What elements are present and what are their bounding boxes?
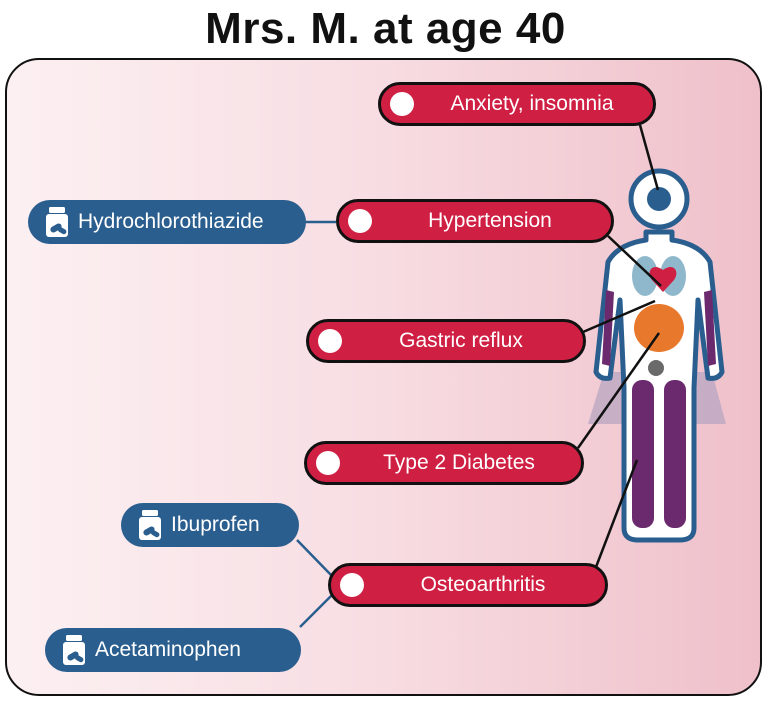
white-circle-icon	[390, 92, 414, 116]
pancreas-icon	[648, 360, 664, 376]
right-leg	[664, 380, 686, 528]
right-arm	[704, 290, 716, 366]
medication-ibuprofen: Ibuprofen	[121, 503, 299, 547]
condition-label: Anxiety, insomnia	[450, 92, 614, 115]
condition-type-2-diabetes: Type 2 Diabetes	[304, 441, 584, 485]
condition-label: Osteoarthritis	[420, 573, 546, 596]
left-leg	[632, 380, 654, 528]
condition-label: Hypertension	[428, 209, 552, 232]
heart-icon	[649, 267, 677, 292]
condition-osteoarthritis: Osteoarthritis	[328, 563, 608, 607]
condition-anxiety-insomnia: Anxiety, insomnia	[378, 82, 656, 126]
medication-label: Acetaminophen	[95, 638, 241, 661]
medication-acetaminophen: Acetaminophen	[45, 628, 301, 672]
white-circle-icon	[318, 329, 342, 353]
link-hypertension-heart	[607, 235, 662, 287]
medication-lines	[296, 220, 336, 628]
condition-hypertension: Hypertension	[336, 199, 614, 243]
white-circle-icon	[348, 209, 372, 233]
pill-bottle-icon	[139, 510, 161, 540]
medication-label: Ibuprofen	[171, 513, 260, 536]
medication-label: Hydrochlorothiazide	[78, 210, 264, 233]
link-acetaminophen-osteoarthritis	[299, 594, 333, 628]
condition-gastric-reflux: Gastric reflux	[306, 319, 586, 363]
condition-label: Gastric reflux	[399, 329, 523, 352]
link-diabetes-pancreas	[576, 332, 661, 449]
white-circle-icon	[316, 451, 340, 475]
condition-label: Type 2 Diabetes	[383, 451, 535, 474]
left-arm	[602, 290, 614, 366]
stomach-icon	[634, 304, 684, 352]
pill-bottle-icon	[63, 635, 85, 665]
page-title: Mrs. M. at age 40	[205, 4, 566, 53]
pill-bottle-icon	[46, 207, 68, 237]
torso	[593, 229, 725, 543]
medication-hydrochlorothiazide: Hydrochlorothiazide	[28, 200, 306, 244]
connector-lines	[576, 124, 662, 568]
brain-icon	[647, 187, 671, 211]
white-circle-icon	[340, 573, 364, 597]
link-ibuprofen-osteoarthritis	[296, 539, 333, 577]
link-anxiety-brain	[638, 124, 660, 191]
link-osteoarthritis-leg	[594, 459, 639, 568]
link-gastric-stomach	[582, 299, 656, 334]
human-body-figure	[588, 168, 726, 543]
